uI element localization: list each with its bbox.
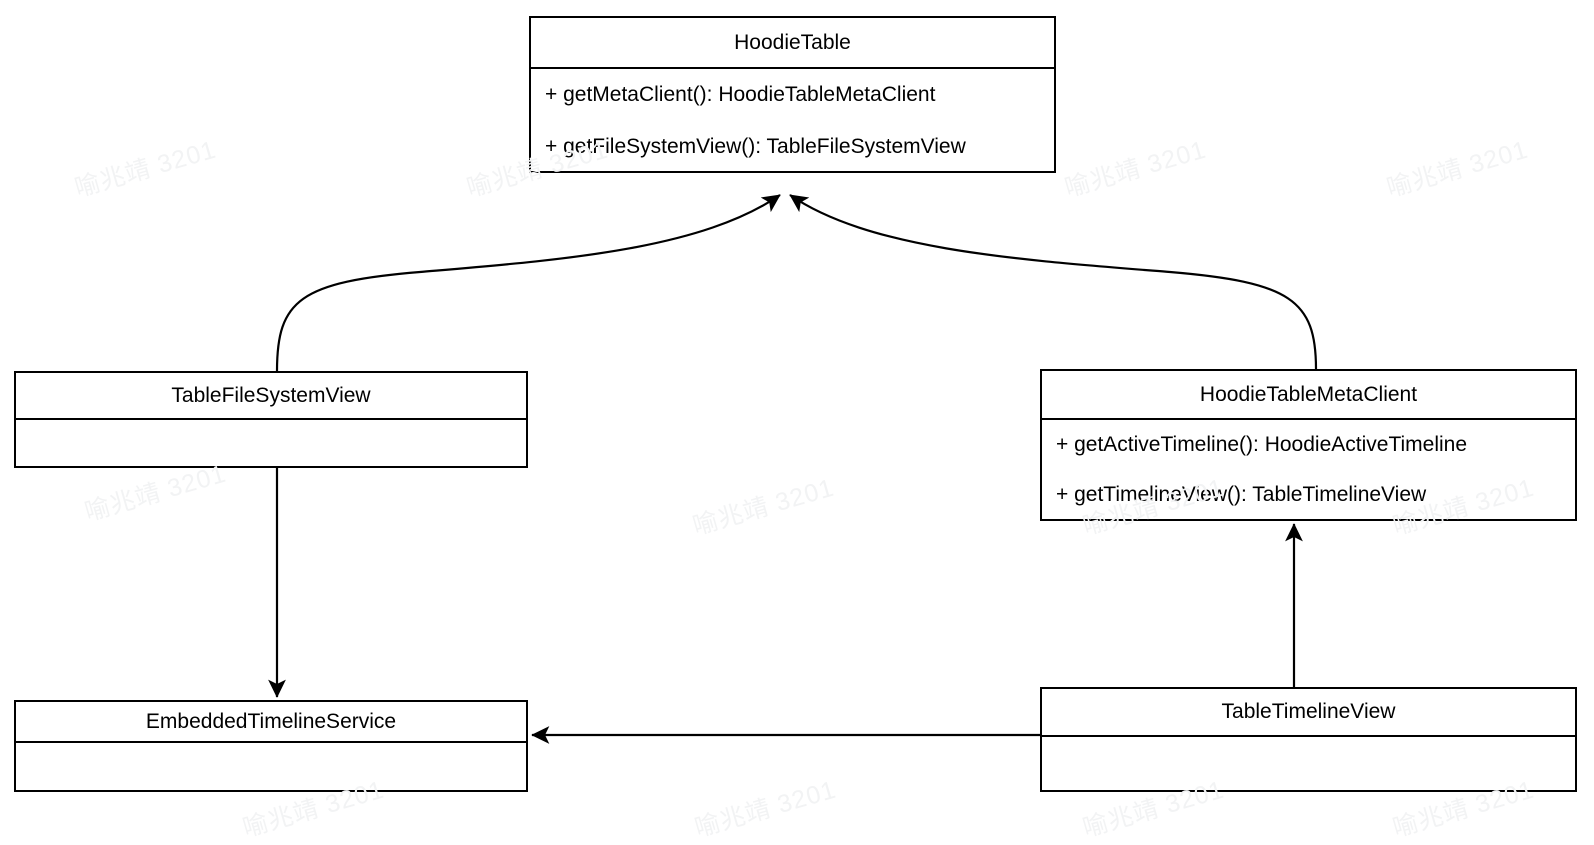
class-members-hoodie-table-meta-client: + getActiveTimeline(): HoodieActiveTimel…: [1042, 418, 1575, 520]
class-members-embedded-timeline-service: [16, 741, 526, 790]
class-member: + getFileSystemView(): TableFileSystemVi…: [545, 135, 966, 158]
class-member: + getTimelineView(): TableTimelineView: [1056, 483, 1427, 506]
class-name-embedded-timeline-service: EmbeddedTimelineService: [145, 709, 397, 733]
class-box-embedded-timeline-service[interactable]: EmbeddedTimelineService: [14, 700, 528, 792]
class-members-table-timeline-view: [1042, 735, 1575, 790]
class-name-table-file-system-view: TableFileSystemView: [171, 383, 371, 407]
class-box-hoodie-table-meta-client[interactable]: HoodieTableMetaClient + getActiveTimelin…: [1040, 369, 1577, 521]
edge-table-file-system-view-to-hoodie-table: [275, 194, 781, 372]
class-name-hoodie-table-meta-client: HoodieTableMetaClient: [1199, 382, 1418, 406]
class-box-hoodie-table[interactable]: HoodieTable + getMetaClient(): HoodieTab…: [529, 16, 1056, 173]
class-box-table-timeline-view[interactable]: TableTimelineView: [1040, 687, 1577, 792]
class-members-table-file-system-view: [16, 418, 526, 466]
class-member: + getActiveTimeline(): HoodieActiveTimel…: [1056, 433, 1468, 456]
class-name-hoodie-table: HoodieTable: [734, 30, 851, 54]
edge-hoodie-table-meta-client-to-hoodie-table: [789, 194, 1318, 370]
class-box-table-file-system-view[interactable]: TableFileSystemView: [14, 371, 528, 468]
class-name-table-timeline-view: TableTimelineView: [1221, 700, 1396, 723]
class-members-hoodie-table: + getMetaClient(): HoodieTableMetaClient…: [531, 67, 1054, 173]
connector-layer: [268, 194, 1318, 744]
class-member: + getMetaClient(): HoodieTableMetaClient: [545, 83, 936, 106]
